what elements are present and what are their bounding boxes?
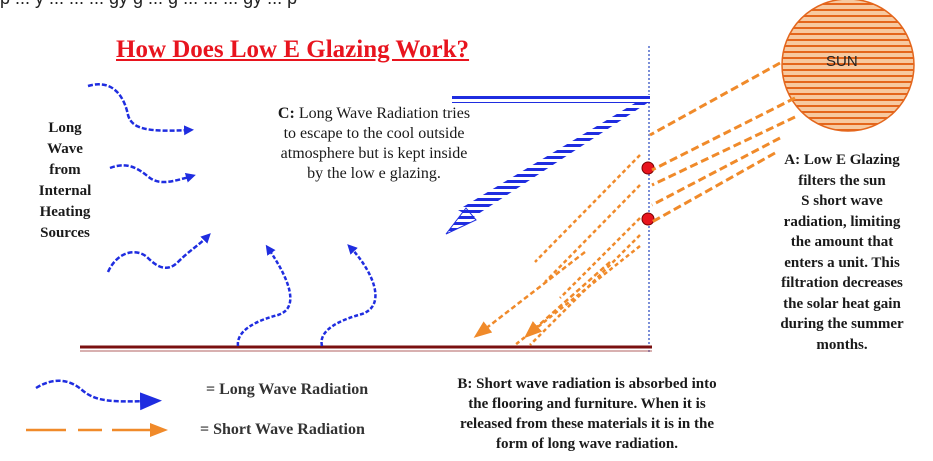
short-wave-rays-inside: [514, 154, 641, 346]
long-wave-source-label: Long Wave from Internal Heating Sources: [38, 120, 92, 241]
legend-short-wave-label: = Short Wave Radiation: [200, 421, 365, 438]
long-wave-arrows-rising: [236, 244, 377, 347]
short-wave-rays-outside: [649, 61, 796, 224]
note-b-short-wave: B: Short wave radiation is absorbed into…: [457, 376, 717, 452]
page-title: How Does Low E Glazing Work?: [116, 36, 470, 63]
top-text-fragment: p ... y ... ... ... gy g ... g ... ... .…: [0, 0, 297, 9]
legend-long-wave-label: = Long Wave Radiation: [206, 381, 369, 398]
legend-long-wave-symbol: [35, 379, 162, 411]
note-c-long-wave: C: Long Wave Radiation tries to escape t…: [277, 105, 471, 182]
long-wave-arrows-left: [87, 83, 211, 273]
short-wave-arrows-to-floor: [473, 251, 611, 339]
cropped-top-text: p ... y ... ... ... gy g ... g ... ... .…: [0, 0, 933, 30]
sun-icon: [781, 0, 915, 132]
glazing-dot: [641, 161, 655, 175]
glazing-dot: [641, 212, 655, 226]
note-a-low-e-glazing: A: Low E Glazing filters the sun S short…: [780, 152, 904, 353]
sun-label: SUN: [826, 53, 858, 70]
reflected-long-wave-arrow: [445, 95, 652, 235]
